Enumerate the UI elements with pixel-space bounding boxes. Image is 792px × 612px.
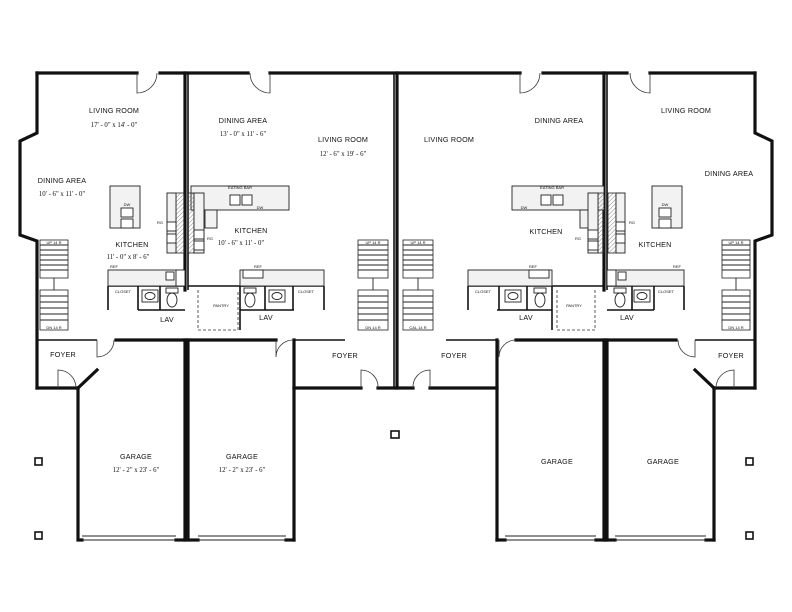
u2-rng-label: RG bbox=[207, 236, 213, 241]
u2-kitchen-dim: 10' - 6" x 11' - 0" bbox=[218, 240, 264, 247]
u3-living-label: LIVING ROOM bbox=[424, 135, 474, 144]
u3-eating-bar-label: EATING BAR bbox=[540, 185, 564, 190]
stair-unit-3 bbox=[402, 239, 434, 331]
u3-foyer-label: FOYER bbox=[441, 351, 467, 360]
u2-living-dim: 12' - 6" x 19' - 6" bbox=[320, 151, 367, 158]
stair-unit-2 bbox=[357, 239, 389, 331]
u4-garage-label: GARAGE bbox=[647, 457, 679, 466]
site-markers bbox=[34, 430, 754, 540]
u1-dining-dim: 10' - 6" x 11' - 0" bbox=[39, 191, 85, 198]
u1-kitchen-label: KITCHEN bbox=[116, 240, 149, 249]
u2-dining-dim: 13' - 0" x 11' - 6" bbox=[220, 131, 266, 138]
u2-up-stair-label: UP 14 R bbox=[365, 240, 380, 245]
u2-dining-label: DINING AREA bbox=[219, 116, 268, 125]
u3-up-stair-label: UP 14 R bbox=[410, 240, 425, 245]
u1-garage-dim: 12' - 2" x 23' - 6" bbox=[113, 467, 160, 474]
u4-dn-stair-label: DN 14 R bbox=[728, 325, 743, 330]
u2-living-label: LIVING ROOM bbox=[318, 135, 368, 144]
u2-foyer-label: FOYER bbox=[332, 351, 358, 360]
u2-kitchen-label: KITCHEN bbox=[235, 226, 268, 235]
stairs bbox=[39, 239, 751, 331]
u1-foyer-label: FOYER bbox=[50, 350, 76, 359]
u1-garage-label: GARAGE bbox=[120, 452, 152, 461]
u2-dn-stair-label: DN 14 R bbox=[365, 325, 380, 330]
u1-living-label: LIVING ROOM bbox=[89, 106, 139, 115]
u3-closet-label: CLOSET bbox=[475, 289, 492, 294]
u2-garage-dim: 12' - 2" x 23' - 6" bbox=[219, 467, 266, 474]
u2-dw-label: DW bbox=[257, 205, 264, 210]
u1-dw-label: DW bbox=[124, 202, 131, 207]
u3-ref-label: REF bbox=[529, 264, 538, 269]
u2-lav-label: LAV bbox=[259, 313, 273, 322]
u4-closet-label: CLOSET bbox=[658, 289, 675, 294]
u4-dining-label: DINING AREA bbox=[705, 169, 754, 178]
u4-foyer-label: FOYER bbox=[718, 351, 744, 360]
u3-dining-label: DINING AREA bbox=[535, 116, 584, 125]
u4-lav-label: LAV bbox=[620, 313, 634, 322]
u4-ref-label: REF bbox=[673, 264, 682, 269]
u1-living-dim: 17' - 0" x 14' - 0" bbox=[91, 122, 138, 129]
u1-kitchen-dim: 11' - 0" x 8' - 6" bbox=[107, 254, 150, 261]
u1-dn-stair-label: DN 14 R bbox=[46, 325, 61, 330]
u2-garage-label: GARAGE bbox=[226, 452, 258, 461]
u4-dw-label: DW bbox=[662, 202, 669, 207]
stair-unit-1 bbox=[39, 239, 69, 331]
u3-garage-label: GARAGE bbox=[541, 457, 573, 466]
u3-dw-label: DW bbox=[521, 205, 528, 210]
doors bbox=[57, 72, 735, 389]
u2-eating-bar-label: EATING BAR bbox=[228, 185, 252, 190]
u4-rng-label: RG bbox=[629, 220, 635, 225]
u1-up-stair-label: UP 14 R bbox=[46, 240, 61, 245]
u1-ref-label: REF bbox=[110, 264, 119, 269]
exterior-walls bbox=[18, 71, 774, 390]
kitchen-fixtures bbox=[107, 185, 685, 287]
u1-dining-label: DINING AREA bbox=[38, 176, 87, 185]
u1-lav-label: LAV bbox=[160, 315, 174, 324]
u3-pantry-label: PANTRY bbox=[566, 303, 582, 308]
garages bbox=[75, 338, 717, 542]
u3-lav-label: LAV bbox=[519, 313, 533, 322]
u4-kitchen-label: KITCHEN bbox=[639, 240, 672, 249]
lav-fixtures bbox=[141, 287, 651, 308]
u1-rng-label: RG bbox=[157, 220, 163, 225]
u4-living-label: LIVING ROOM bbox=[661, 106, 711, 115]
u2-ref-label: REF bbox=[254, 264, 263, 269]
room-labels: LIVING ROOM 17' - 0" x 14' - 0" DINING A… bbox=[38, 106, 754, 474]
u4-up-stair-label: UP 14 R bbox=[728, 240, 743, 245]
u3-cal-stair-label: CAL 14 R bbox=[409, 325, 426, 330]
u1-closet-label: CLOSET bbox=[115, 289, 132, 294]
u3-rng-label: RG bbox=[575, 236, 581, 241]
u2-pantry-label: PANTRY bbox=[213, 303, 229, 308]
u2-closet-label: CLOSET bbox=[298, 289, 315, 294]
stair-unit-4 bbox=[721, 239, 751, 331]
u3-kitchen-label: KITCHEN bbox=[530, 227, 563, 236]
fixture-labels: EATING BAR EATING BAR DW DW DW DW REF RE… bbox=[46, 185, 743, 330]
